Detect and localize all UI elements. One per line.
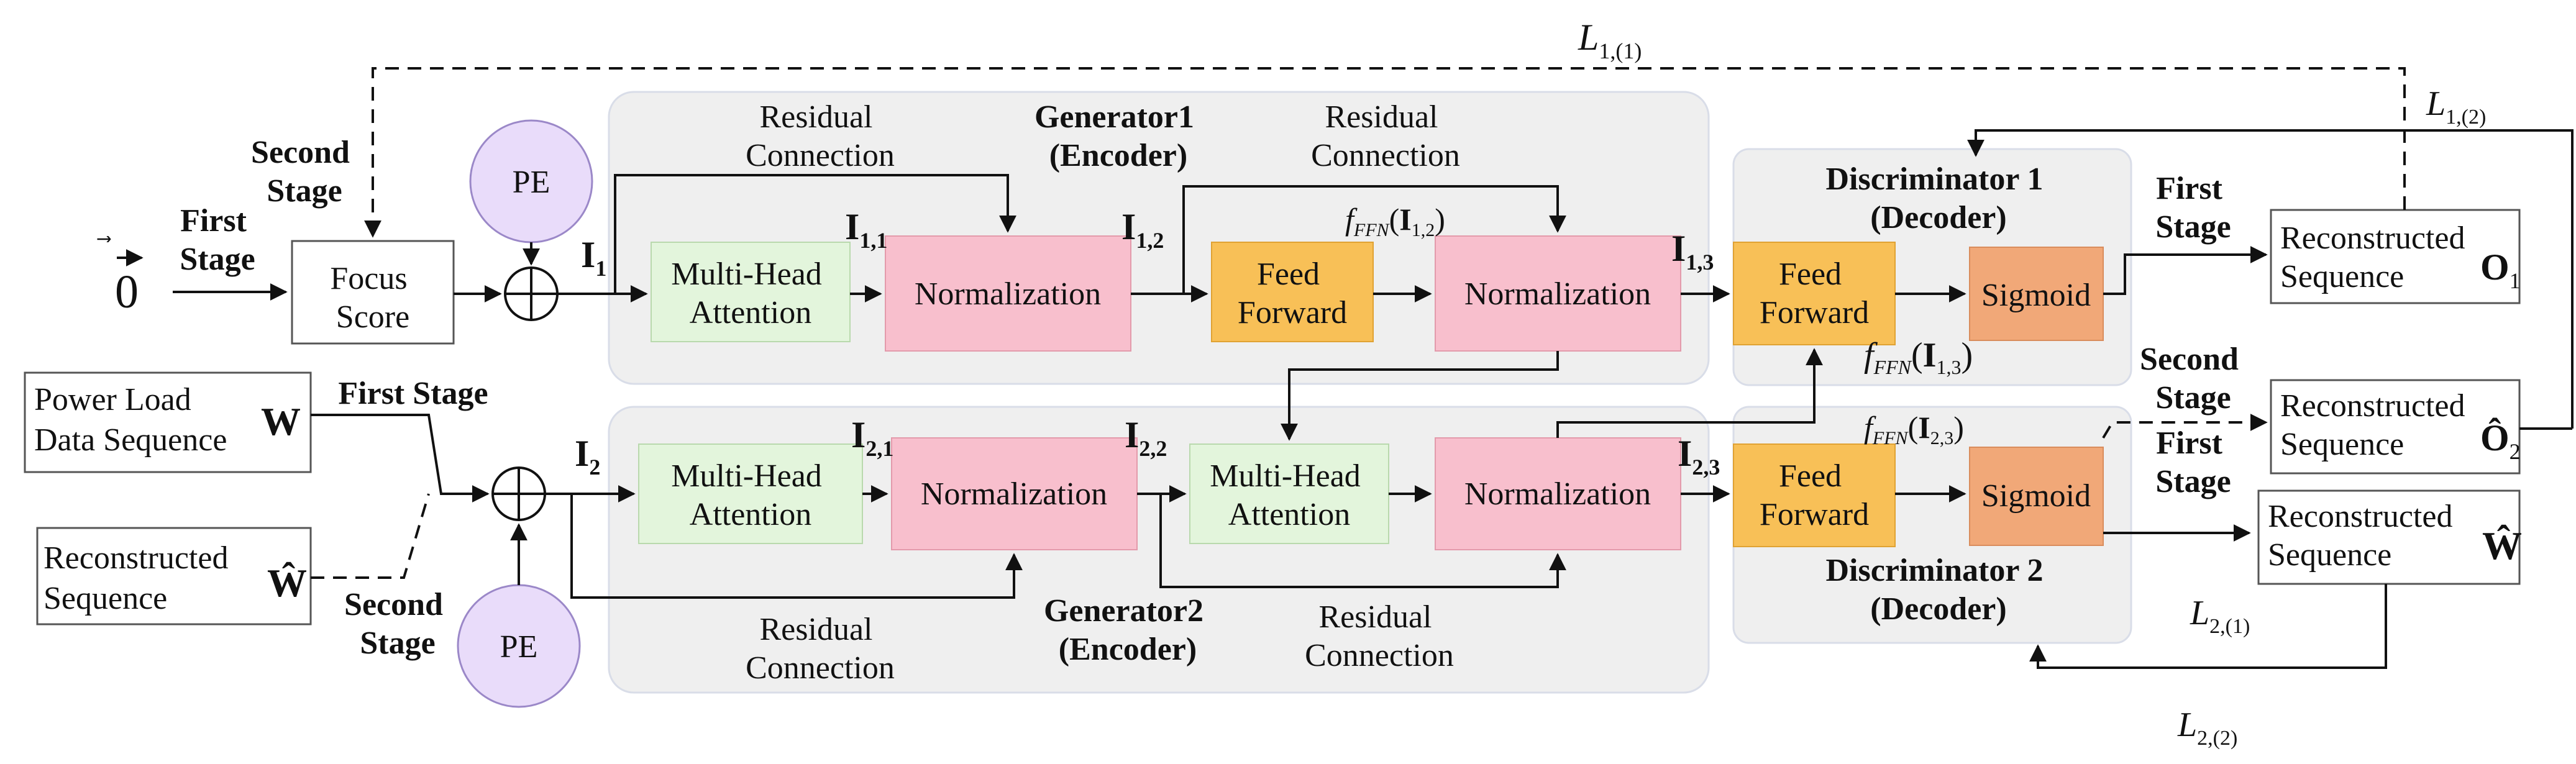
focus-score-line2: Score [336,299,409,335]
signal-i12: I1,2 [1121,206,1164,253]
signal-i2: I2 [575,433,600,480]
discriminator1-title: Discriminator 1 (Decoder) [1826,161,2052,235]
residual-label-top-2: Residual Connection [1311,99,1460,173]
signal-i13: I1,3 [1671,228,1714,275]
power-load-label: Power Load Data Sequence [34,382,227,458]
generator2-title: Generator2 (Encoder) [1044,593,1212,667]
mha-label-bottom-1: Multi-Head Attention [671,458,830,532]
sigmoid-label-bottom: Sigmoid [1981,478,2091,514]
loss-l2-1: L2,(1) [2190,594,2250,638]
reconstructed-input-block [36,527,312,625]
focus-score-line1: Focus [330,261,407,296]
discriminator2-title: Discriminator 2 (Decoder) [1826,553,2052,627]
mha-label-top: Multi-Head Attention [671,257,830,330]
sigmoid-block-top [1969,247,2104,341]
residual-label-top-1: Residual Connection [746,99,895,173]
norm-label-bottom-2: Normalization [1464,476,1651,512]
ff-label-disc1: Feed Forward [1760,257,1869,330]
pe-label-bottom: PE [500,629,538,665]
reconstructed-input-label: Reconstructed Sequence [43,540,236,616]
output-o1-block [2270,209,2521,304]
reconstructed-input-symbol: Ŵ [267,561,307,605]
norm-block-bottom-1 [891,437,1138,550]
first-stage-bottom-label: First Stage [338,376,488,411]
ff-label-top: Feed Forward [1238,257,1347,330]
pe-label-top: PE [513,165,550,200]
loss-l1-1: L1,(1) [1578,17,1642,63]
mha-label-bottom-2: Multi-Head Attention [1210,458,1369,532]
output-w-label: Reconstructed Sequence [2268,499,2460,573]
loss-l1-2: L1,(2) [2426,84,2486,129]
first-stage-right-top: First Stage [2155,171,2231,245]
norm-label-bottom-1: Normalization [921,476,1107,512]
output-w-symbol: Ŵ [2482,524,2522,568]
mha-block-bottom-1 [638,443,863,544]
output-o2-symbol: Ô2 [2480,417,2521,464]
ff-block-disc1 [1733,242,1896,345]
connections [173,67,2574,669]
adder-bottom [491,466,546,521]
mha-block-top [651,242,851,342]
signal-i1: I1 [581,234,606,281]
focus-score-block [291,240,455,345]
output-o1-symbol: O1 [2480,247,2521,293]
sigmoid-block-bottom [1969,447,2104,546]
generator1-panel [608,91,1710,385]
focus-score-label: Focus Score [330,261,415,335]
first-stage-top-label: First Stage [180,203,255,277]
first-stage-right-bottom: First Stage [2155,425,2231,499]
signal-i21: I2,1 [851,414,893,461]
ff-block-top [1211,242,1374,342]
sigmoid-label-top: Sigmoid [1981,278,2091,313]
second-stage-right: Second Stage [2140,342,2247,416]
output-o2-block [2270,379,2521,475]
generator1-title: Generator1 (Encoder) [1035,99,1202,173]
norm-label-top-1: Normalization [915,276,1101,312]
signal-i23: I2,3 [1678,433,1720,480]
power-load-symbol: W [261,399,301,443]
signal-f-ffn-i13: fFFN(I1,3) [1864,336,1973,378]
ff-block-disc2 [1733,443,1896,547]
adder-top [504,266,559,321]
signal-i22: I2,2 [1125,414,1167,461]
output-o1-label: Reconstructed Sequence [2280,221,2473,294]
signal-i11: I1,1 [845,206,887,253]
loss-l2-2: L2,(2) [2177,706,2237,750]
residual-label-bottom-2: Residual Connection [1305,599,1454,673]
second-stage-top-label: Second Stage [251,135,358,209]
generator2-panel [608,406,1710,694]
output-o2-label: Reconstructed Sequence [2280,388,2473,462]
power-load-block [24,371,312,473]
norm-block-top-2 [1435,235,1681,352]
norm-label-top-2: Normalization [1464,276,1651,312]
zero-vector: 0 [115,266,139,318]
ff-label-disc2: Feed Forward [1760,458,1869,532]
output-w-block [2257,489,2521,585]
residual-label-bottom-1: Residual Connection [746,612,895,686]
norm-block-top-1 [885,235,1131,352]
zero-vector-arrow: ⃗ [97,236,111,243]
second-stage-bottom-label: Second Stage [344,587,451,661]
signal-f-ffn-i23: fFFN(I2,3) [1864,410,1964,448]
